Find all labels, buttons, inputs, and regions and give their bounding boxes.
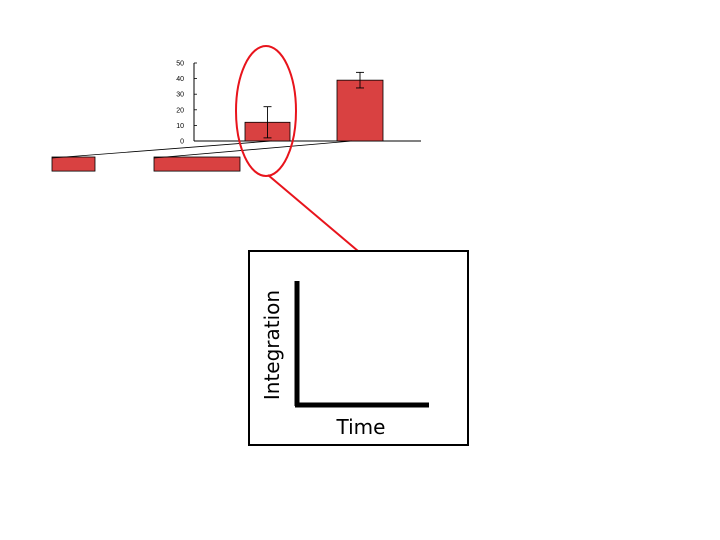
y-tick-label: 50 <box>176 61 184 68</box>
bars <box>51 79 384 172</box>
y-tick-label: 10 <box>176 123 184 130</box>
y-tick-label: 20 <box>176 107 184 114</box>
inset-plot: Time Integration <box>248 250 469 446</box>
inset-frame <box>248 250 469 446</box>
y-tick-label: 40 <box>176 76 184 83</box>
error-bars <box>263 71 364 139</box>
bar <box>51 156 96 172</box>
callout-line <box>267 174 359 252</box>
inset-x-label: Time <box>336 415 386 439</box>
connector-line-right <box>153 140 353 159</box>
highlight-ellipse <box>235 45 297 177</box>
inset-y-label: Integration <box>260 290 284 400</box>
y-tick-label: 30 <box>176 92 184 99</box>
bar <box>336 79 384 142</box>
y-tick-label: 0 <box>180 139 184 146</box>
y-ticks: 50 40 30 20 10 0 <box>176 61 197 146</box>
bar-chart: 50 40 30 20 10 0 <box>51 61 421 172</box>
connector-line-left <box>51 140 273 159</box>
bar <box>153 156 241 172</box>
